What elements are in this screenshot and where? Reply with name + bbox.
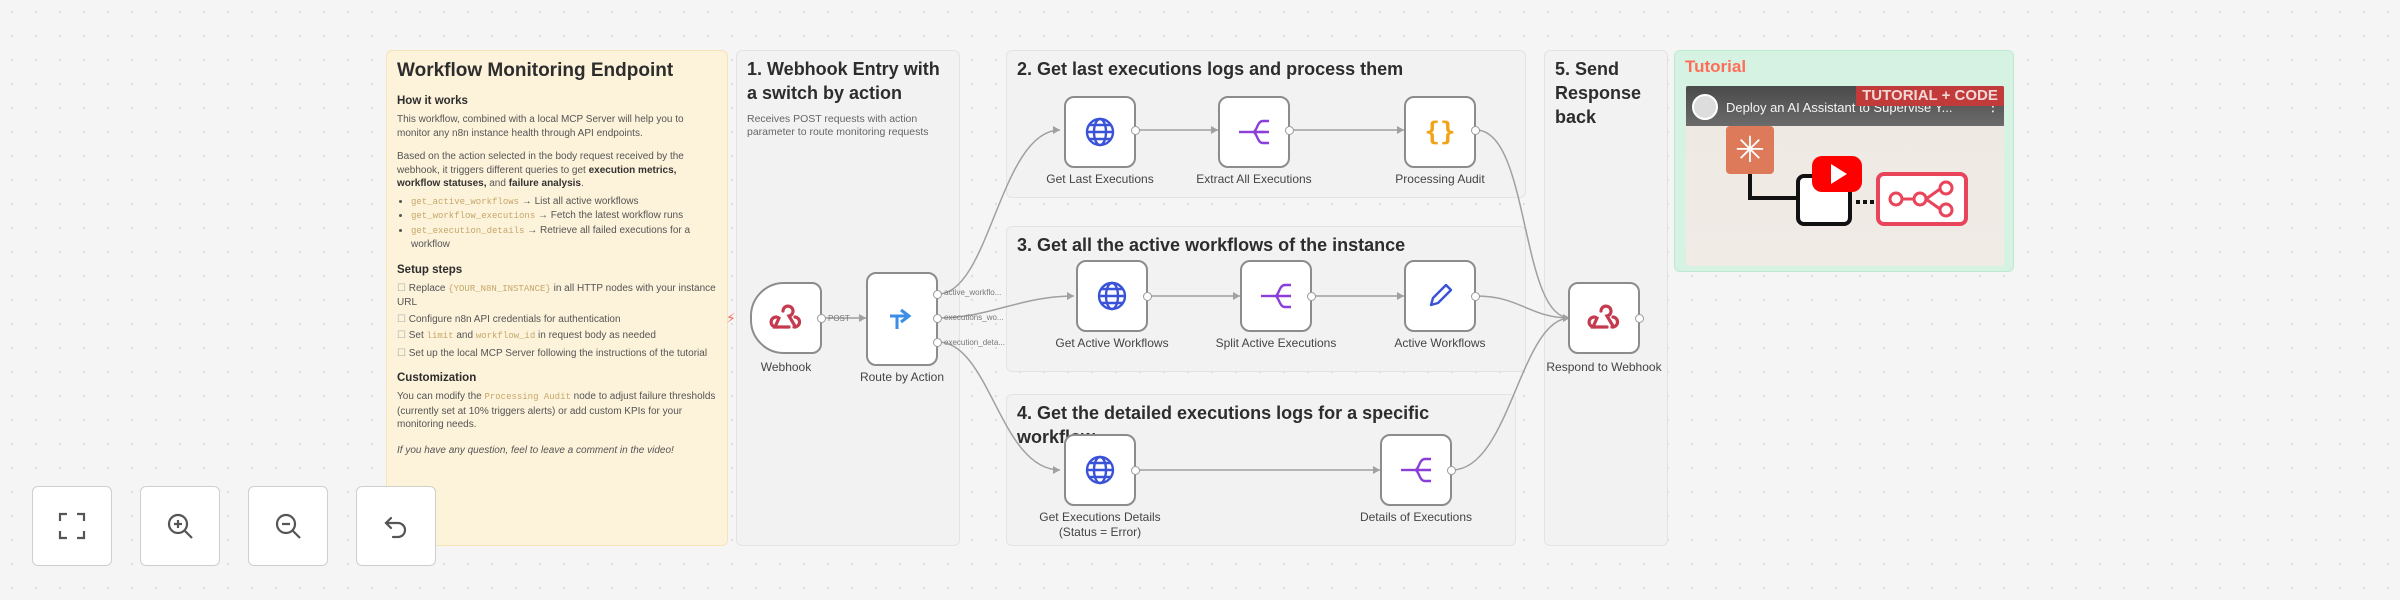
node-respond-to-webhook[interactable] (1568, 282, 1640, 354)
node-label-active-workflows: Active Workflows (1394, 336, 1486, 350)
node-label-get-details: Get Executions Details(Status = Error) (1039, 510, 1161, 539)
n8n-logo-icon (1876, 172, 1968, 226)
section-3-title: 3. Get all the active workflows of the i… (1017, 235, 1406, 255)
code-icon: {} (1424, 117, 1456, 147)
zoom-in-button[interactable] (140, 486, 220, 566)
node-label-processing: Processing Audit (1395, 172, 1485, 186)
globe-icon (1085, 455, 1115, 485)
setup-step: ☐ Replace {YOUR_N8N_INSTANCE} in all HTT… (397, 282, 716, 309)
handle[interactable] (1471, 126, 1480, 135)
node-label-webhook: Webhook (760, 360, 812, 374)
node-webhook[interactable] (750, 282, 822, 354)
section-1-description: Receives POST requests with action param… (747, 113, 929, 138)
undo-button[interactable] (356, 486, 436, 566)
tutorial-video-thumbnail[interactable]: Deploy an AI Assistant to Supervise Y...… (1686, 86, 2004, 266)
port-label-post: POST (828, 314, 850, 323)
node-label-extract-all: Extract All Executions (1196, 172, 1312, 186)
node-route-by-action[interactable] (866, 272, 938, 366)
section-1-title: 1. Webhook Entry with a switch by action (747, 59, 940, 103)
node-processing-audit[interactable]: {} (1404, 96, 1476, 168)
handle[interactable] (1471, 292, 1480, 301)
pencil-icon (1429, 283, 1453, 307)
split-out-icon (1261, 283, 1291, 309)
switch-icon (890, 308, 912, 329)
webhook-icon (769, 304, 802, 329)
setup-step: ☐ Set up the local MCP Server following … (397, 347, 708, 359)
section-5-title: 5. Send Response back (1555, 59, 1642, 127)
tutorial-badge: TUTORIAL + CODE (1856, 86, 2004, 106)
node-get-executions-details[interactable] (1064, 434, 1136, 506)
node-active-workflows[interactable] (1404, 260, 1476, 332)
note-title: Workflow Monitoring Endpoint (397, 60, 674, 81)
globe-icon (1097, 281, 1127, 311)
section-2-title: 2. Get last executions logs and process … (1017, 59, 1404, 79)
claude-logo-icon: ✳ (1726, 126, 1774, 174)
route-output-handle-3[interactable] (933, 338, 942, 347)
youtube-play-icon[interactable] (1812, 156, 1862, 192)
how-it-works-text: This workflow, combined with a local MCP… (397, 114, 684, 139)
node-label-respond: Respond to Webhook (1546, 360, 1662, 374)
handle[interactable] (1635, 314, 1644, 323)
node-label-get-last: Get Last Executions (1046, 172, 1154, 186)
action-list: get_active_workflows → List all active w… (397, 195, 717, 252)
node-label-get-active: Get Active Workflows (1055, 336, 1169, 350)
port-label-execution-details: execution_deta... (944, 338, 1005, 347)
fit-view-icon (58, 512, 86, 540)
zoom-in-icon (167, 513, 193, 539)
webhook-output-handle[interactable] (817, 314, 826, 323)
setup-heading: Setup steps (397, 263, 463, 276)
list-item: get_workflow_executions → Fetch the late… (411, 209, 717, 224)
globe-icon (1085, 117, 1115, 147)
node-get-last-executions[interactable] (1064, 96, 1136, 168)
footer-text: If you have any question, feel to leave … (397, 444, 674, 456)
fit-view-button[interactable] (32, 486, 112, 566)
node-extract-all-executions[interactable] (1218, 96, 1290, 168)
connector-lines (1748, 174, 1876, 204)
sticky-note-main[interactable]: Workflow Monitoring Endpoint How it work… (386, 50, 728, 546)
split-out-icon (1239, 119, 1269, 145)
webhook-icon (1587, 304, 1620, 329)
trigger-bolt-icon: ⚡ (726, 310, 736, 326)
list-item: get_execution_details → Retrieve all fai… (411, 224, 717, 252)
handle[interactable] (1447, 466, 1456, 475)
zoom-out-icon (275, 513, 301, 539)
handle[interactable] (1131, 466, 1140, 475)
channel-avatar (1692, 94, 1718, 120)
zoom-out-button[interactable] (248, 486, 328, 566)
port-label-executions: executions_wo... (944, 313, 1004, 322)
setup-step: ☐ Set limit and workflow_id in request b… (397, 330, 656, 341)
how-it-works-text-2: Based on the action selected in the body… (397, 151, 684, 189)
node-label-details: Details of Executions (1359, 510, 1473, 524)
route-output-handle-1[interactable] (933, 290, 942, 299)
handle[interactable] (1285, 126, 1294, 135)
tutorial-title: Tutorial (1685, 57, 1747, 76)
undo-icon (384, 516, 407, 539)
handle[interactable] (1131, 126, 1140, 135)
handle[interactable] (1143, 292, 1152, 301)
node-label-route: Route by Action (859, 370, 945, 384)
customization-text: You can modify the Processing Audit node… (397, 391, 716, 430)
handle[interactable] (1307, 292, 1316, 301)
split-out-icon (1401, 457, 1431, 483)
route-output-handle-2[interactable] (933, 314, 942, 323)
how-it-works-heading: How it works (397, 95, 468, 107)
node-label-split-active: Split Active Executions (1215, 336, 1337, 350)
customization-heading: Customization (397, 372, 477, 384)
node-split-active-executions[interactable] (1240, 260, 1312, 332)
list-item: get_active_workflows → List all active w… (411, 195, 717, 210)
port-label-active-workflows: active_workflo... (944, 288, 1002, 297)
node-details-of-executions[interactable] (1380, 434, 1452, 506)
node-get-active-workflows[interactable] (1076, 260, 1148, 332)
setup-step: ☐ Configure n8n API credentials for auth… (397, 313, 621, 325)
